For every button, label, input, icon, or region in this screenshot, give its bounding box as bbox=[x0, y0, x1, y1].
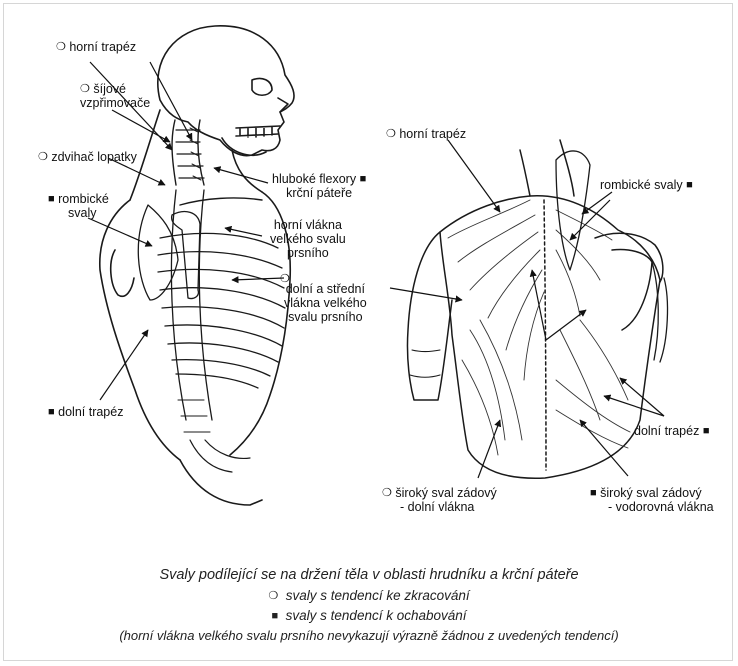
label-deep-neck-flexors: hluboké flexory ■ krční páteře bbox=[272, 172, 366, 200]
shortening-marker-icon: ❍ bbox=[268, 590, 278, 602]
weakening-marker-icon: ■ bbox=[360, 173, 367, 185]
label-lat-lower-fibres: ❍ široký sval zádový - dolní vlákna bbox=[382, 486, 497, 514]
label-rhomboids-left: ■ rombické svaly bbox=[48, 192, 109, 220]
label-rhomboids-right: rombické svaly ■ bbox=[600, 178, 693, 192]
nasal-area bbox=[278, 98, 288, 112]
skull-outline bbox=[158, 26, 294, 156]
label-lower-trapezius-right: dolní trapéz ■ bbox=[634, 424, 709, 438]
side-view-arrows bbox=[88, 62, 284, 400]
weakening-marker-icon: ■ bbox=[590, 487, 597, 499]
shortening-marker-icon: ❍ bbox=[38, 151, 48, 163]
humerus bbox=[172, 212, 200, 299]
lower-back bbox=[180, 460, 262, 505]
shortening-marker-icon: ❍ bbox=[386, 128, 396, 140]
weakening-marker-icon: ■ bbox=[686, 179, 693, 191]
weakening-marker-icon: ■ bbox=[48, 406, 55, 418]
weakening-marker-icon: ■ bbox=[271, 610, 278, 622]
neck bbox=[520, 140, 574, 196]
shortening-marker-icon: ❍ bbox=[280, 272, 290, 286]
weakening-marker-icon: ■ bbox=[703, 425, 710, 437]
label-upper-trapezius: ❍ horní trapéz bbox=[56, 40, 136, 54]
eye-socket bbox=[252, 78, 272, 95]
trapezius-fibres bbox=[448, 200, 612, 380]
legend-shortening: ❍ svaly s tendencí ke zkracování bbox=[0, 588, 738, 603]
caption-title: Svaly podílející se na držení těla v obl… bbox=[0, 567, 738, 583]
label-upper-trapezius-right: ❍ horní trapéz bbox=[386, 127, 466, 141]
left-arm bbox=[407, 232, 452, 400]
label-pectoral-lower-fibres: ❍ dolní a střední vlákna velkého svalu p… bbox=[284, 282, 367, 324]
thoracic-spine bbox=[171, 190, 212, 420]
rhomboids bbox=[556, 151, 590, 270]
shortening-marker-icon: ❍ bbox=[56, 41, 66, 53]
mandible bbox=[222, 138, 266, 155]
legend-weakening: ■ svaly s tendencí k ochabování bbox=[0, 608, 738, 623]
arm-outline bbox=[111, 250, 134, 296]
weakening-marker-icon: ■ bbox=[48, 193, 55, 205]
label-lower-trapezius-left: ■ dolní trapéz bbox=[48, 405, 123, 419]
label-levator-scapulae: ❍ zdvihač lopatky bbox=[38, 150, 137, 164]
legend-shortening-text: svaly s tendencí ke zkracování bbox=[286, 588, 470, 603]
label-neck-erectors: ❍ šíjové vzpřimovače bbox=[80, 82, 150, 110]
legend-weakening-text: svaly s tendencí k ochabování bbox=[286, 608, 467, 623]
right-shoulder-bones bbox=[595, 233, 663, 330]
shortening-marker-icon: ❍ bbox=[382, 487, 392, 499]
label-lat-horizontal-fibres: ■ široký sval zádový - vodorovná vlákna bbox=[590, 486, 714, 514]
label-pectoral-upper-fibres: horní vlákna velkého svalu prsního bbox=[270, 218, 346, 260]
teeth bbox=[236, 126, 280, 137]
caption-note: (horní vlákna velkého svalu prsního nevy… bbox=[0, 628, 738, 643]
clavicle bbox=[180, 198, 262, 205]
back-contour bbox=[100, 200, 180, 460]
shortening-marker-icon: ❍ bbox=[80, 83, 90, 95]
